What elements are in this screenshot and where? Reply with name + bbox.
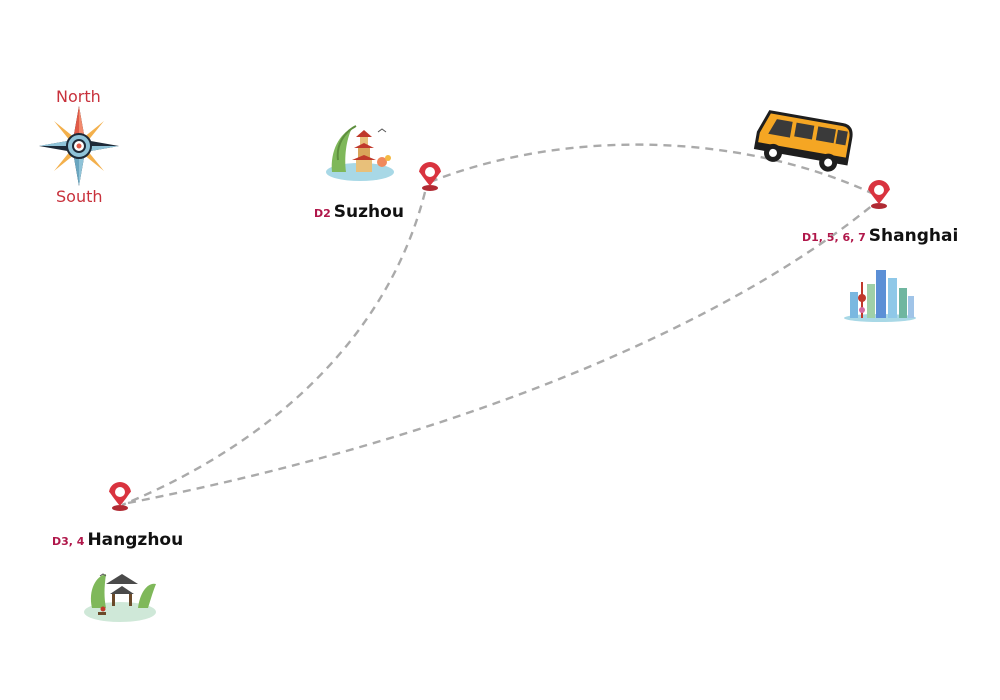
compass-rose-icon — [39, 106, 119, 186]
hangzhou-name: Hangzhou — [87, 530, 184, 550]
shanghai-days: D1, 5, 6, 7 — [802, 231, 866, 244]
hangzhou-label: D3, 4 Hangzhou — [52, 530, 183, 550]
pin-shanghai-icon — [868, 180, 890, 209]
shanghai-name: Shanghai — [868, 226, 959, 246]
compass-north-label: North — [56, 87, 101, 106]
suzhou-label: D2 Suzhou — [314, 202, 404, 222]
pavilion-lake-landmark-icon — [84, 573, 156, 622]
route-hangzhou-shanghai — [127, 203, 875, 505]
compass-south-label: South — [56, 187, 103, 206]
suzhou-days: D2 — [314, 207, 331, 220]
pagoda-landmark-icon — [326, 125, 394, 181]
suzhou-name: Suzhou — [333, 202, 404, 222]
pin-hangzhou-icon — [109, 482, 131, 511]
pin-suzhou-icon — [419, 162, 441, 191]
hangzhou-days: D3, 4 — [52, 535, 85, 548]
route-shanghai-suzhou — [429, 143, 879, 198]
skyline-landmark-icon — [844, 270, 916, 322]
van-icon — [753, 110, 853, 172]
route-suzhou-hangzhou — [121, 191, 427, 507]
shanghai-label: D1, 5, 6, 7 Shanghai — [802, 226, 958, 246]
